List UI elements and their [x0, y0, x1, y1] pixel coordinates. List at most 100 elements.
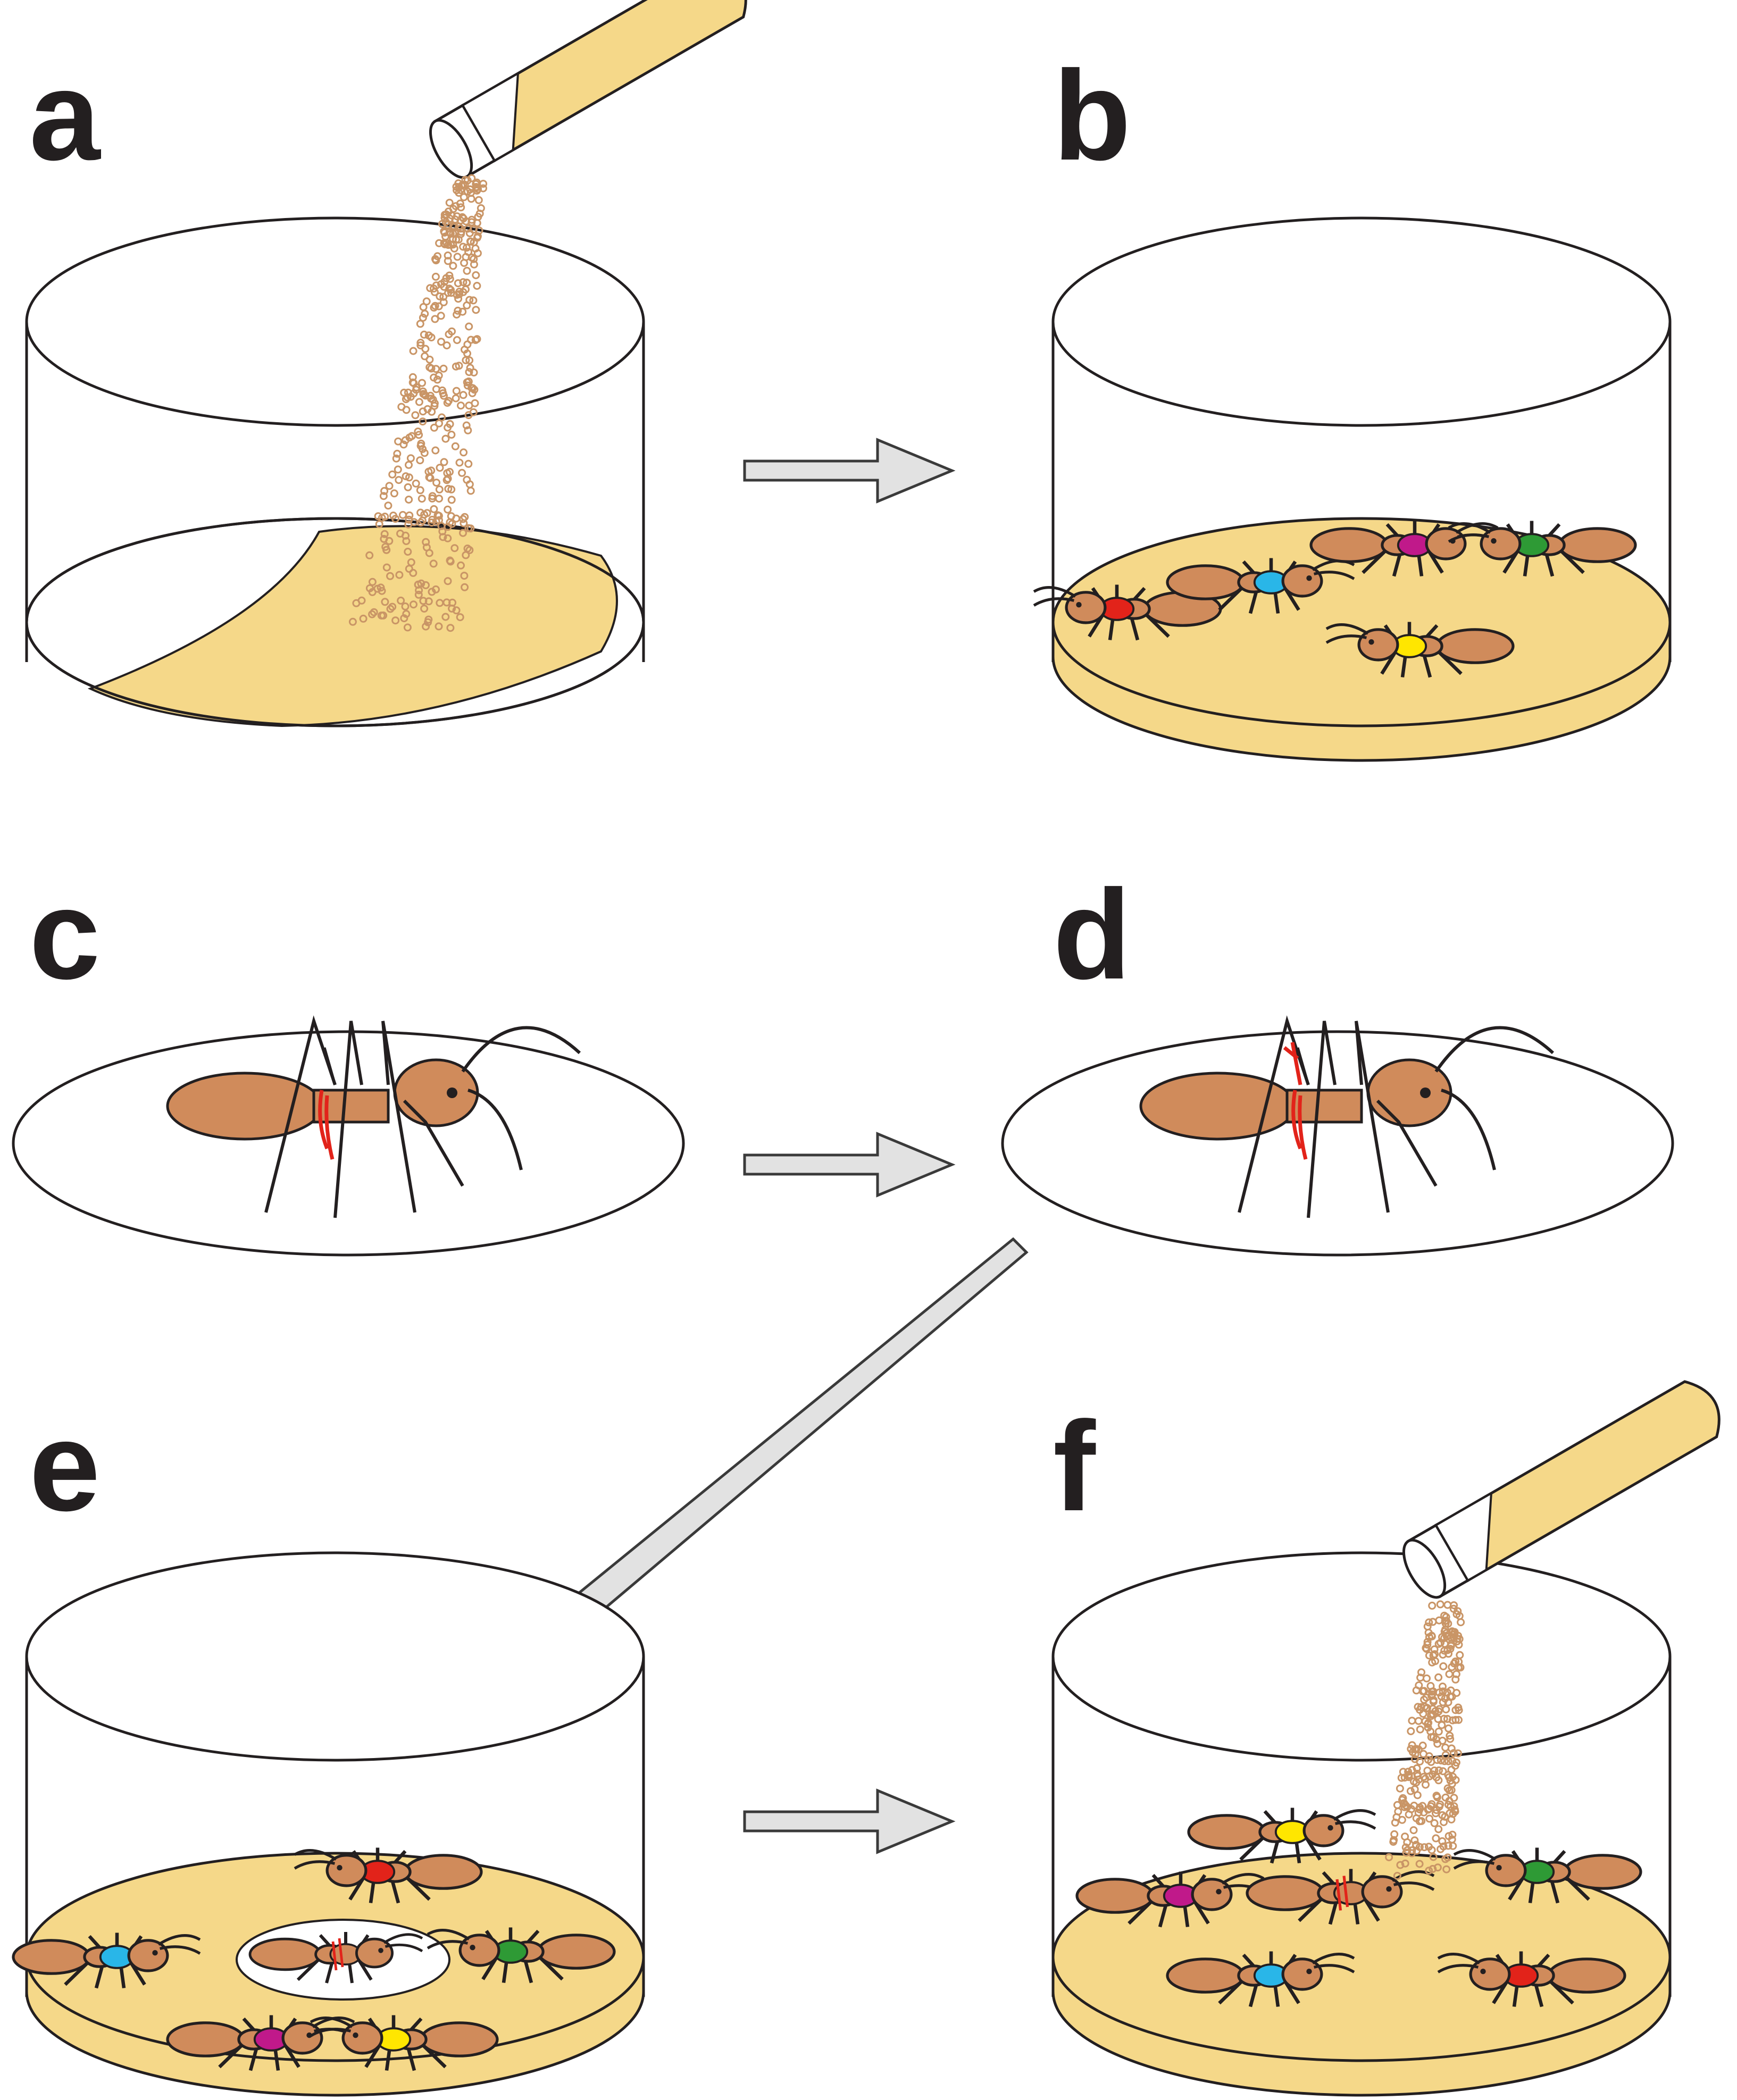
- sand-grain: [405, 461, 413, 469]
- sand-grain: [1410, 1777, 1418, 1786]
- sand-grain: [1448, 1830, 1457, 1839]
- sand-grain: [416, 339, 425, 347]
- sand-grain: [1443, 1714, 1451, 1723]
- sand-grain: [1393, 1872, 1401, 1880]
- sand-grain: [420, 605, 429, 613]
- sand-grain: [448, 604, 456, 613]
- sand-grain: [406, 392, 415, 401]
- sand-grain: [416, 518, 425, 527]
- sand-grain: [380, 534, 388, 543]
- sand-grain: [1433, 1756, 1441, 1764]
- sand-grain: [473, 219, 481, 227]
- sand-grain: [405, 565, 413, 573]
- ant-f-tied: [1247, 1869, 1434, 1925]
- sand-grain: [424, 331, 433, 340]
- sand-grain: [455, 458, 464, 467]
- sand-grain: [1430, 1645, 1439, 1654]
- sand-grain: [380, 487, 389, 495]
- sand-grain: [1423, 1674, 1431, 1683]
- sand-grain: [1427, 1710, 1435, 1719]
- sand-grain: [1422, 1780, 1430, 1789]
- sand-grain: [435, 516, 443, 524]
- sand-grain: [1438, 1811, 1447, 1819]
- sand-grain: [435, 512, 443, 520]
- sand-grain: [445, 198, 454, 207]
- sand-grain: [437, 280, 445, 288]
- sand-grain: [386, 572, 394, 580]
- sand-grain: [452, 606, 461, 615]
- sand-grain: [1439, 1687, 1447, 1696]
- sand-grain: [1444, 1619, 1452, 1628]
- sand-grain: [401, 602, 410, 610]
- sand-grain: [405, 511, 414, 520]
- sand-grain: [465, 229, 474, 237]
- sand-grain: [1441, 1751, 1450, 1759]
- sand-grain: [1444, 1832, 1453, 1840]
- sand-grain: [1438, 1837, 1447, 1845]
- sand-grain: [470, 368, 478, 377]
- sand-grain: [447, 485, 456, 493]
- sand-grain: [465, 356, 474, 365]
- sand-grain: [439, 292, 448, 301]
- panel-label-c: c: [29, 863, 100, 1006]
- sand-grain: [441, 240, 449, 248]
- sand-grain: [453, 290, 461, 299]
- sand-grain: [409, 568, 417, 577]
- panel-d: d: [1001, 863, 1674, 1257]
- sand-grain: [377, 583, 385, 592]
- sand-grain: [439, 533, 447, 541]
- sand-grain: [469, 384, 477, 392]
- sand-grain: [463, 475, 471, 484]
- sand-grain: [414, 590, 423, 599]
- sand-grain: [377, 612, 386, 620]
- sand-grain: [1423, 1767, 1432, 1775]
- sand-grain: [475, 226, 483, 235]
- sand-grain: [460, 519, 468, 528]
- sand-grain: [1400, 1803, 1409, 1811]
- sand-grain: [459, 288, 467, 296]
- sand-grain: [1437, 1756, 1445, 1764]
- sand-grain: [457, 401, 465, 410]
- sand-grain: [415, 431, 423, 439]
- sand-grain: [395, 571, 404, 579]
- sand-grain: [1434, 1673, 1443, 1681]
- sand-grain: [1425, 1752, 1433, 1760]
- sand-grain: [1440, 1714, 1448, 1723]
- sand-grain: [1425, 1867, 1433, 1875]
- sand-grain: [427, 466, 436, 475]
- sand-grain: [381, 598, 389, 606]
- sand-grain: [1399, 1768, 1407, 1776]
- sand-grain: [1440, 1611, 1449, 1620]
- sand-grain: [1454, 1703, 1463, 1712]
- sand-grain: [420, 449, 429, 457]
- sand-grain: [1410, 1836, 1419, 1845]
- sand-grain: [1444, 1724, 1452, 1733]
- sand-grain: [1444, 1842, 1452, 1850]
- sand-grain: [396, 529, 404, 538]
- sand-grain: [444, 474, 452, 483]
- thread-d: [1283, 1042, 1308, 1160]
- sand-grain: [1454, 1607, 1462, 1616]
- panel-c: c: [12, 863, 685, 1257]
- sand-grain: [447, 496, 456, 504]
- sand-grain: [1401, 1833, 1409, 1841]
- sand-grain: [368, 610, 377, 618]
- sand-grain: [466, 237, 475, 246]
- sand-grain: [1439, 1842, 1448, 1851]
- sand-grain: [1393, 1801, 1401, 1809]
- sand-grain: [426, 474, 435, 482]
- sand-grain: [416, 320, 424, 328]
- sand-grain: [432, 479, 441, 487]
- sand-stream-f: [1385, 1600, 1465, 1880]
- sand-grain: [454, 279, 462, 288]
- sand-grain: [1407, 1745, 1415, 1753]
- sand-grain: [472, 271, 480, 279]
- sand-grain: [1438, 1633, 1446, 1641]
- sand-grain: [1446, 1731, 1454, 1740]
- sand-grain: [1445, 1786, 1454, 1795]
- sand-grain: [1413, 1764, 1421, 1772]
- sand-grain: [1385, 1853, 1393, 1861]
- sand-grain: [457, 561, 465, 570]
- panel-label-f: f: [1053, 1395, 1096, 1537]
- sand-grain: [419, 417, 427, 426]
